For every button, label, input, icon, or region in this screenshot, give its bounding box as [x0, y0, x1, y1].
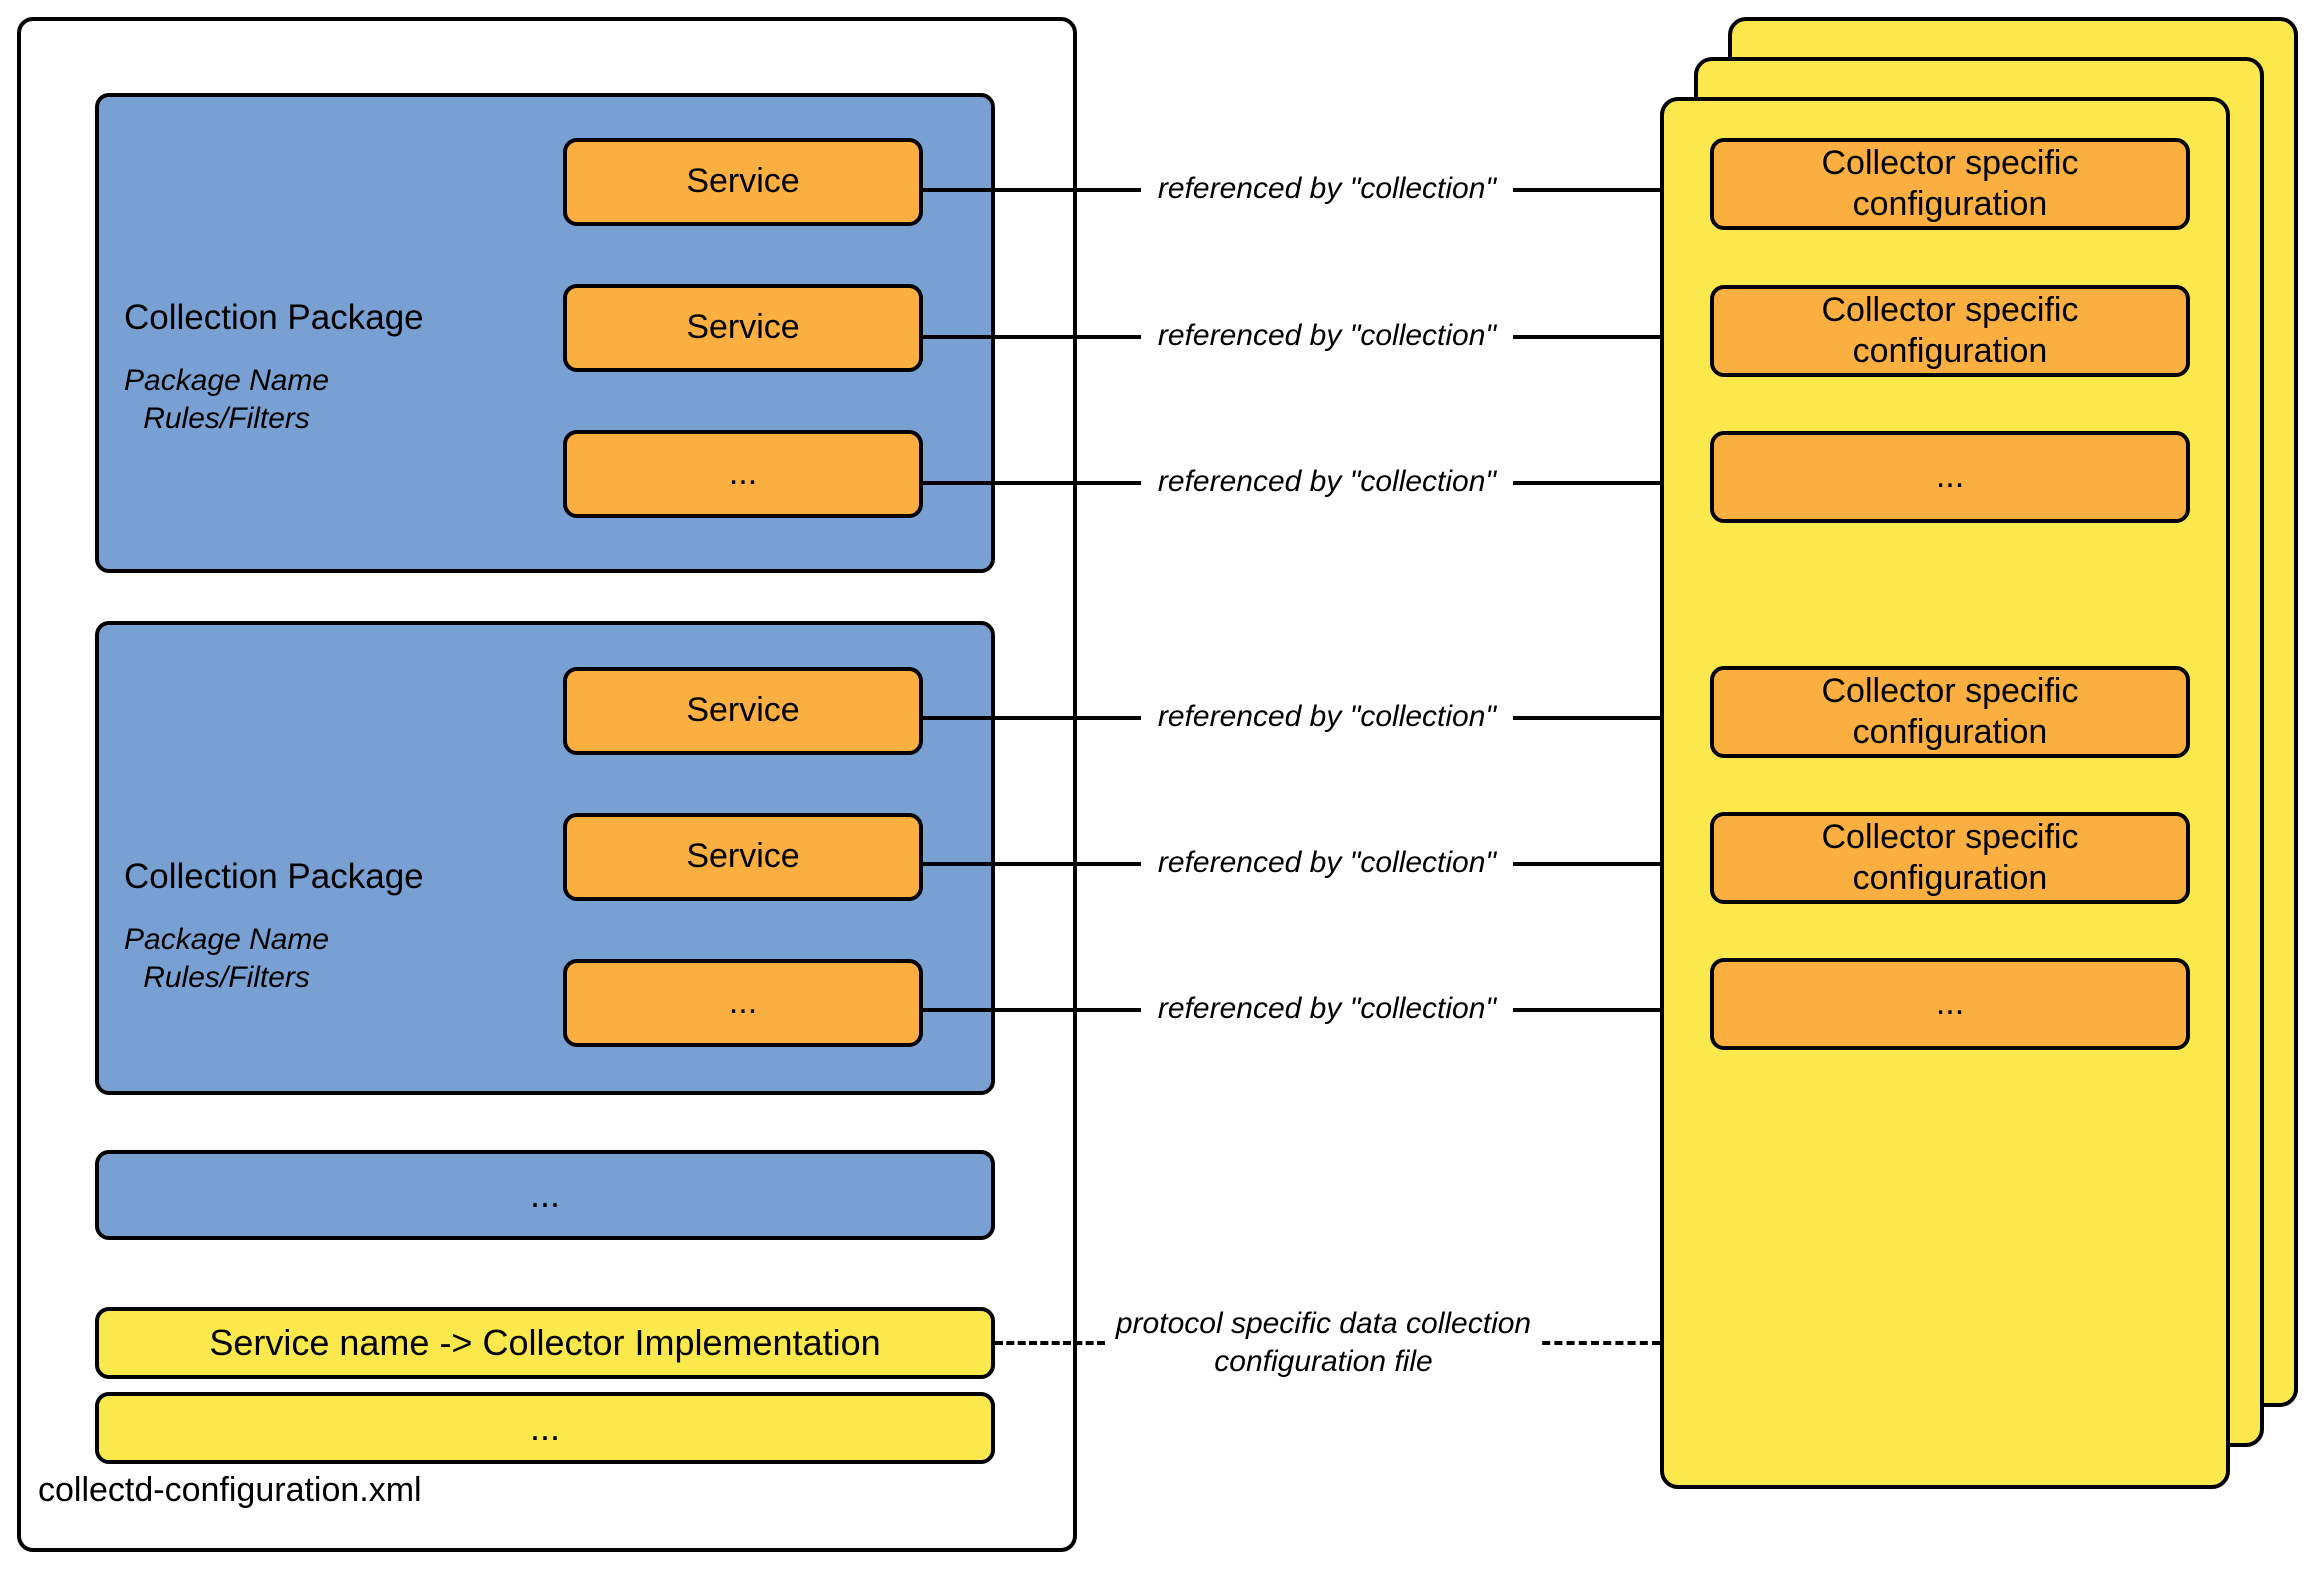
service-name-to-collector-row[interactable]: Service name -> Collector Implementation [95, 1307, 995, 1379]
service-name-to-collector-ellipsis-row[interactable]: ... [95, 1392, 995, 1464]
edge-label-referenced-by-3: referenced by "collection" [1141, 463, 1513, 502]
connector-line-6-right [1500, 1008, 1660, 1012]
connector-line-3-right [1500, 481, 1660, 485]
connector-line-1-left [923, 188, 1141, 192]
service-chip-2-1[interactable]: Service [563, 667, 923, 755]
protocol-file-dash-right [1530, 1341, 1660, 1345]
collection-package-1-title: Collection Package [124, 298, 424, 337]
collector-config-chip-3[interactable]: ... [1710, 431, 2190, 523]
collection-package-2-title: Collection Package [124, 857, 424, 896]
connector-line-4-left [923, 716, 1141, 720]
connector-line-6-left [923, 1008, 1141, 1012]
connector-line-2-right [1500, 335, 1660, 339]
edge-label-protocol-config-file: protocol specific data collection config… [1105, 1305, 1542, 1382]
edge-label-referenced-by-1: referenced by "collection" [1141, 170, 1513, 209]
collector-config-chip-6[interactable]: ... [1710, 958, 2190, 1050]
connector-line-2-left [923, 335, 1141, 339]
connector-line-1-right [1500, 188, 1660, 192]
connector-line-5-left [923, 862, 1141, 866]
service-chip-2-2[interactable]: Service [563, 813, 923, 901]
connector-line-4-right [1500, 716, 1660, 720]
edge-label-referenced-by-6: referenced by "collection" [1141, 990, 1513, 1029]
collection-package-ellipsis[interactable]: ... [95, 1150, 995, 1240]
collector-config-chip-4[interactable]: Collector specific configuration [1710, 666, 2190, 758]
file-caption: collectd-configuration.xml [38, 1471, 422, 1509]
edge-label-referenced-by-4: referenced by "collection" [1141, 698, 1513, 737]
collection-package-2-subtitle: Package Name Rules/Filters [124, 923, 330, 995]
edge-label-referenced-by-5: referenced by "collection" [1141, 844, 1513, 883]
connector-line-3-left [923, 481, 1141, 485]
service-chip-1-1[interactable]: Service [563, 138, 923, 226]
service-chip-2-3[interactable]: ... [563, 959, 923, 1047]
edge-label-referenced-by-2: referenced by "collection" [1141, 317, 1513, 356]
service-chip-1-2[interactable]: Service [563, 284, 923, 372]
collector-config-chip-2[interactable]: Collector specific configuration [1710, 285, 2190, 377]
collection-package-1-subtitle: Package Name Rules/Filters [124, 364, 330, 436]
protocol-file-dash-left [995, 1341, 1105, 1345]
service-chip-1-3[interactable]: ... [563, 430, 923, 518]
connector-line-5-right [1500, 862, 1660, 866]
collector-config-chip-5[interactable]: Collector specific configuration [1710, 812, 2190, 904]
collector-config-chip-1[interactable]: Collector specific configuration [1710, 138, 2190, 230]
